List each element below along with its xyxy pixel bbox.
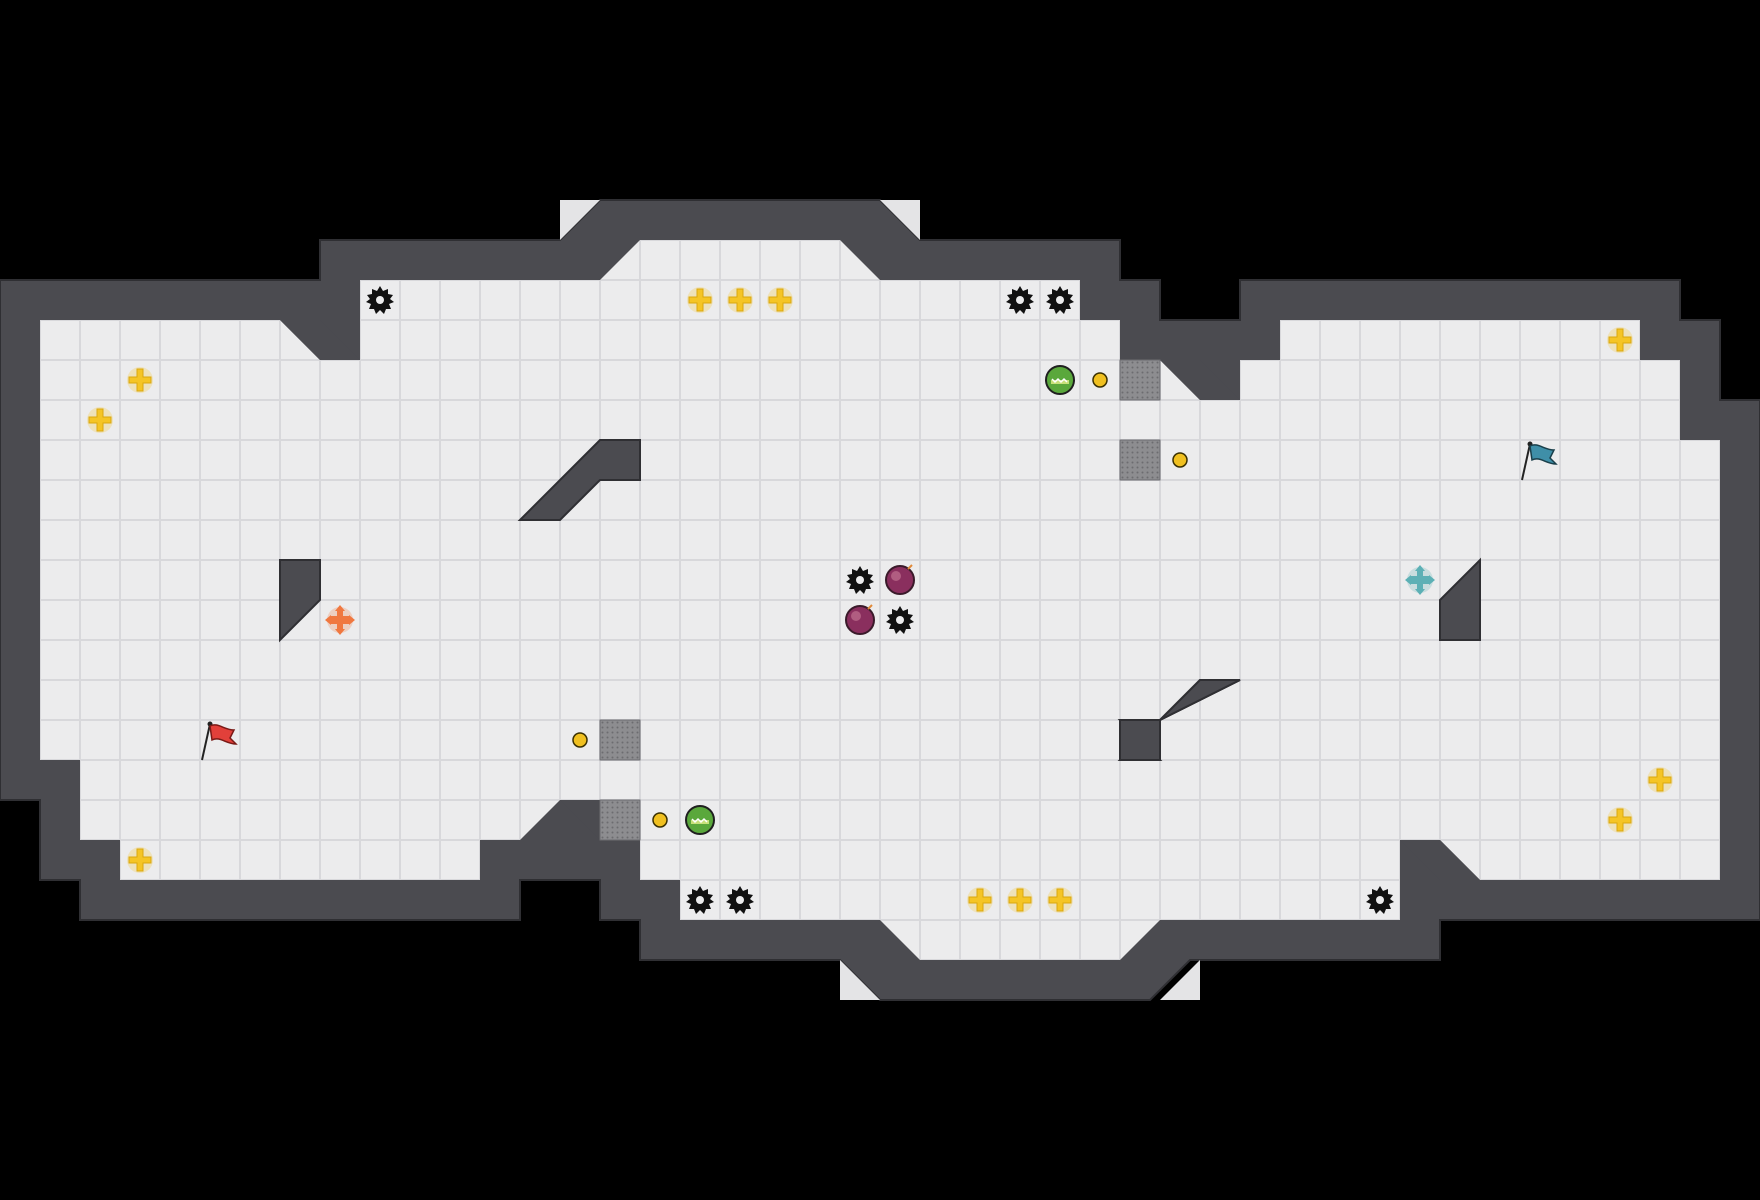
gate-tile (1119, 439, 1161, 481)
boost-icon (87, 407, 113, 433)
blue-team-boost-icon (1405, 565, 1435, 595)
interior-wall-wedge (1439, 557, 1481, 641)
button-icon (572, 732, 588, 748)
interior-wall-notch (1160, 360, 1240, 400)
spike-icon (846, 566, 874, 594)
boost-icon (687, 287, 713, 313)
button-icon (652, 812, 668, 828)
boost-icon (1007, 887, 1033, 913)
red-flag-icon (201, 721, 238, 761)
red-team-boost-icon (325, 605, 355, 635)
boost-icon (127, 367, 153, 393)
button-icon (1092, 372, 1108, 388)
spike-icon (686, 886, 714, 914)
spike-icon (1366, 886, 1394, 914)
spike-icon (366, 286, 394, 314)
arena-floor (40, 240, 1720, 960)
spike-icon (886, 606, 914, 634)
boost-icon (1647, 767, 1673, 793)
blue-flag-icon (1521, 441, 1558, 481)
boost-icon (1607, 327, 1633, 353)
interior-wall-diagonal (1119, 679, 1241, 761)
gate-tile (599, 719, 641, 761)
powerup-icon (685, 805, 715, 835)
gate-tile (599, 799, 641, 841)
spike-icon (1006, 286, 1034, 314)
gate-buttons (572, 372, 1188, 828)
interior-wall-notch (280, 320, 360, 360)
powerup-icon (1045, 365, 1075, 395)
interior-wall-notch (1400, 840, 1480, 880)
boost-icon (767, 287, 793, 313)
button-icon (1172, 452, 1188, 468)
boost-icon (967, 887, 993, 913)
interior-wall-wedge (279, 559, 321, 643)
neutral-boosts (87, 287, 1673, 913)
spike-icon (1046, 286, 1074, 314)
boost-icon (127, 847, 153, 873)
gates (599, 359, 1161, 841)
spikes (366, 286, 1394, 914)
bomb-icon (845, 604, 875, 635)
boost-icon (1607, 807, 1633, 833)
boost-icon (1047, 887, 1073, 913)
spike-icon (726, 886, 754, 914)
boost-icon (727, 287, 753, 313)
interior-wall-diagonal (517, 439, 641, 521)
bomb-icon (885, 564, 915, 595)
gate-tile (1119, 359, 1161, 401)
